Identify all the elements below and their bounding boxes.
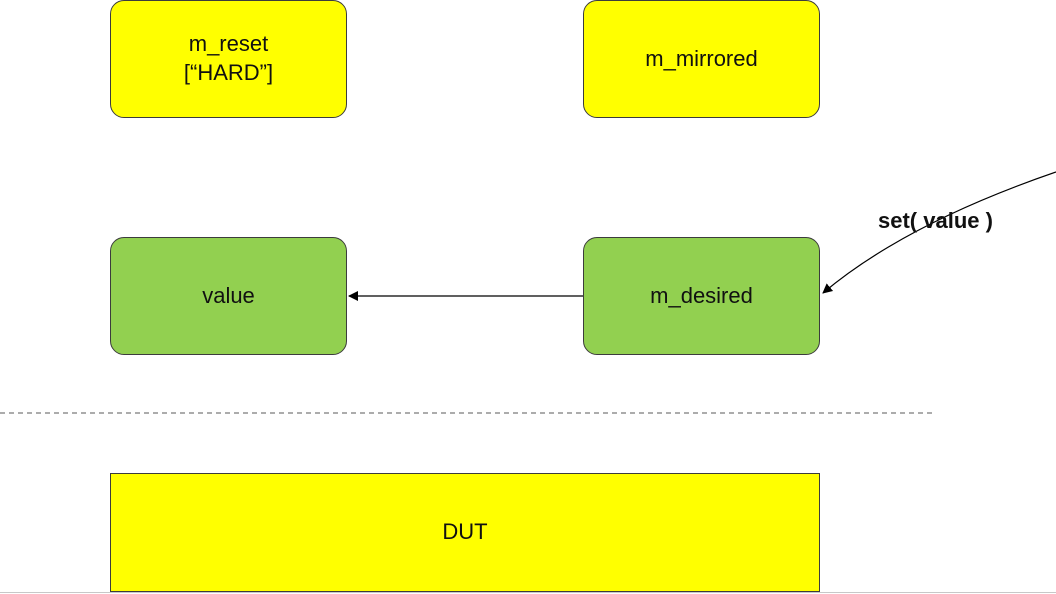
dut-label: DUT [442,519,488,545]
set-value-edge-label: set( value ) [878,208,993,233]
value-label: value [202,282,255,308]
m-reset-node: m_reset [“HARD”] [110,0,347,118]
m-desired-label: m_desired [650,282,753,308]
m-reset-kind-label: [“HARD”] [183,60,274,85]
m-desired-node: m_desired [583,237,820,355]
m-mirrored-label: m_mirrored [645,45,758,71]
value-node: value [110,237,347,355]
m-reset-label: m_reset [188,31,269,57]
m-mirrored-node: m_mirrored [583,0,820,118]
dut-node: DUT [110,473,820,592]
arrow-set-value [822,171,1056,294]
